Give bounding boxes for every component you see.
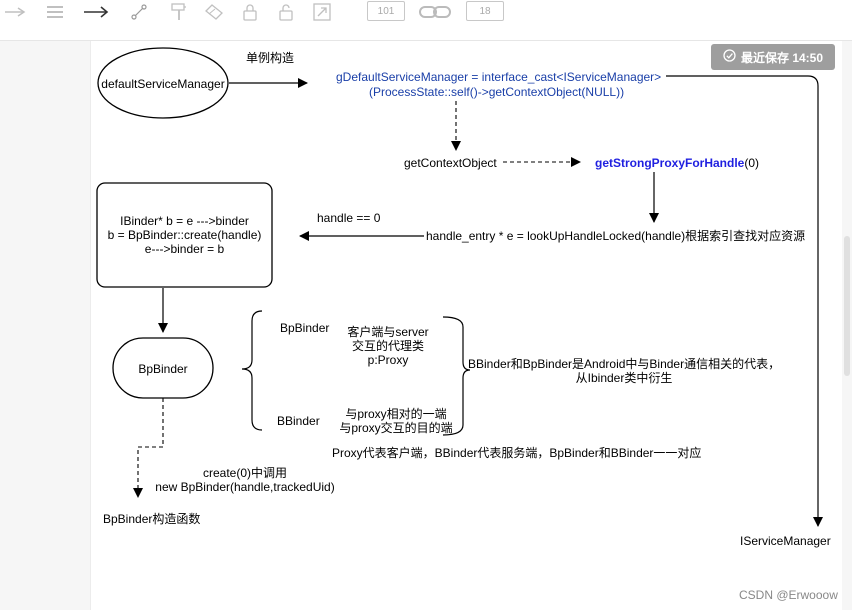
ibinder-line3: e--->binder = b [144,242,225,256]
interface-cast-line2: (ProcessState::self()->getContextObject(… [369,85,625,99]
toolbar: 101 18 [0,0,852,41]
bpbinder-side-label: BpBinder [280,321,330,335]
watermark: CSDN @Erwooow [739,588,838,602]
ibinder-line1: IBinder* b = e --->binder [120,214,249,228]
font-size-field[interactable]: 101 [367,1,405,21]
bbinder-side-label: BBinder [277,414,320,428]
lock-icon[interactable] [240,0,260,24]
client-desc-line2: 交互的代理类 [351,339,424,353]
iservicemanager-label: IServiceManager [740,534,831,548]
iservicemanager-arrow [666,75,823,527]
get-strong-proxy-args: (0) [744,156,760,170]
android-desc-line2: 从Ibinder类中衍生 [575,371,673,385]
line-width-field[interactable]: 18 [466,1,504,21]
format-painter-icon[interactable] [168,0,190,24]
expand-icon[interactable] [312,0,332,24]
bpbinder-node-label: BpBinder [138,362,188,376]
save-status-badge: 最近保存 14:50 [711,44,835,70]
unlock-icon[interactable] [276,0,296,24]
create-call-line2: new BpBinder(handle,trackedUid) [155,480,335,494]
connector-arrow-icon[interactable] [2,0,28,24]
interface-cast-line1: gDefaultServiceManager = interface_cast<… [336,70,662,84]
client-desc-line1: 客户端与server [347,325,429,339]
right-curly-brace [442,316,471,436]
vertical-scrollbar[interactable] [844,236,850,376]
save-status-label: 最近保存 14:50 [740,50,824,65]
bpbinder-ctor-dashed-arrow [133,398,164,498]
default-service-manager-node[interactable] [97,47,229,119]
get-strong-proxy-function: getStrongProxyForHandle [595,156,745,170]
handle-eq-zero-label: handle == 0 [317,211,381,225]
list-icon[interactable] [43,0,67,24]
get-strong-proxy-label: getStrongProxyForHandle(0) [595,156,759,170]
get-context-object-label: getContextObject [404,156,497,170]
eraser-icon[interactable] [202,0,226,24]
handle-entry-label: handle_entry * e = lookUpHandleLocked(ha… [426,229,806,243]
arrow-right-icon[interactable] [81,0,111,24]
client-desc-line3: p:Proxy [367,353,409,367]
check-circle-icon [723,49,736,65]
proxy-summary-label: Proxy代表客户端，BBinder代表服务端，BpBinder和BBinder… [332,446,702,460]
singleton-label: 单例构造 [246,51,295,65]
android-desc-line1: BBinder和BpBinder是Android中与Binder通信相关的代表， [468,357,781,371]
left-gutter [0,41,91,610]
ibinder-box[interactable] [96,182,273,288]
bpbinder-ctor-label: BpBinder构造函数 [103,512,201,526]
left-curly-brace [241,310,263,431]
proxy-peer-line2: 与proxy交互的目的端 [339,421,453,435]
create-call-line1: create(0)中调用 [202,466,288,480]
link-icon[interactable] [416,0,454,24]
waypoint-icon[interactable] [128,0,150,24]
default-service-manager-label: defaultServiceManager [101,77,225,91]
ibinder-line2: b = BpBinder::create(handle) [107,228,262,242]
proxy-peer-line1: 与proxy相对的一端 [345,407,447,421]
